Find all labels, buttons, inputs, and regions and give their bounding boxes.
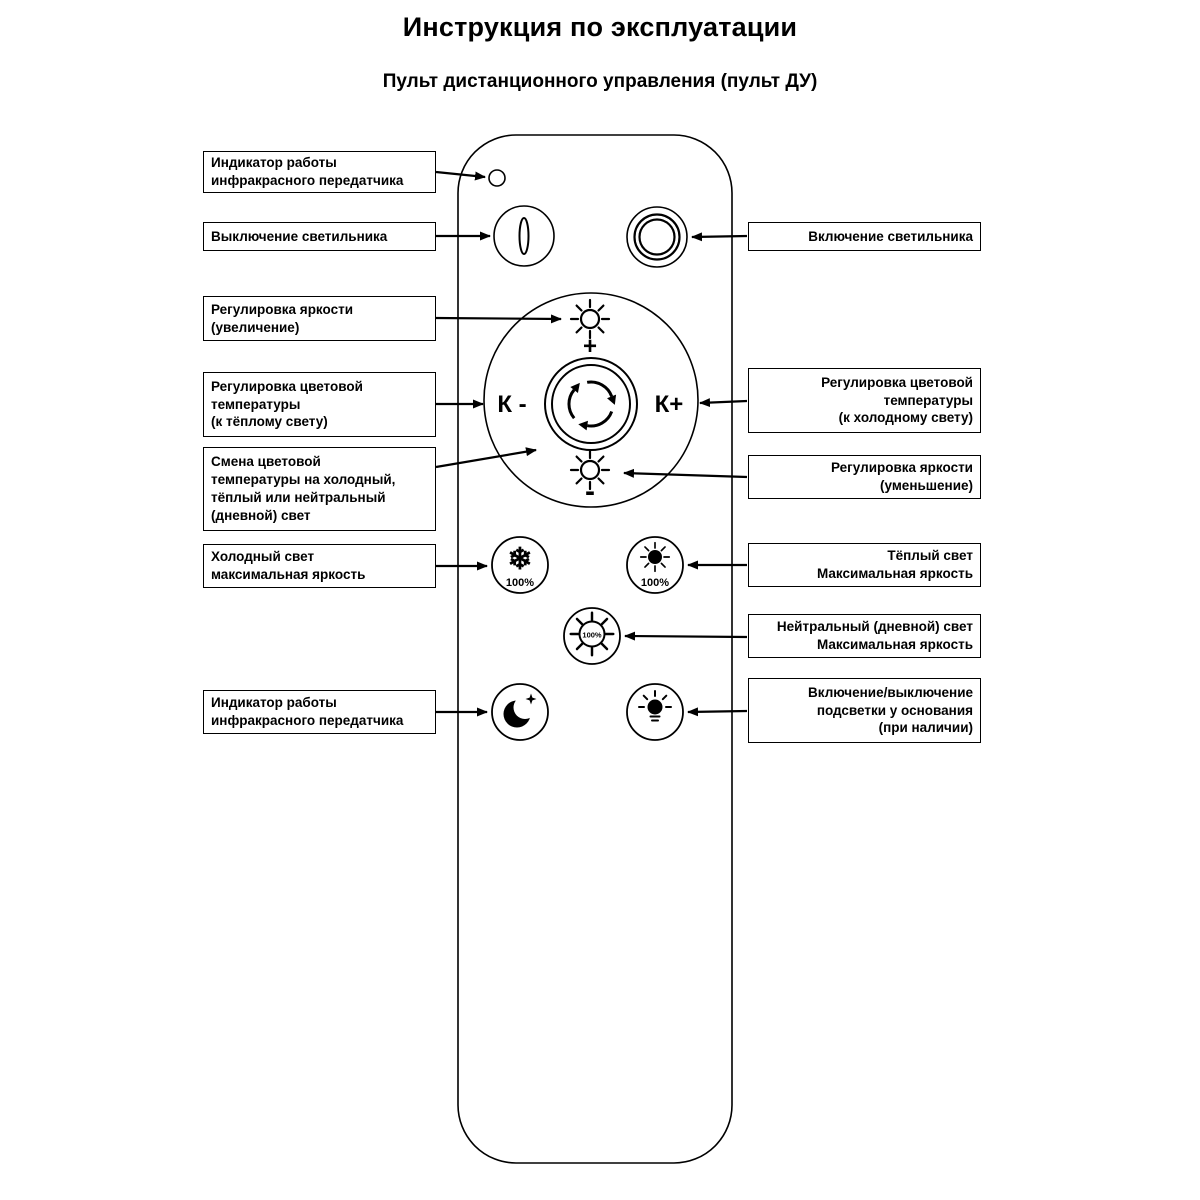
callout-text: Нейтральный (дневной) свет Максимальная …	[776, 619, 973, 652]
k-plus-label: К+	[655, 391, 684, 418]
callout-text: Смена цветовой температуры на холодный, …	[211, 454, 396, 523]
callout-arrows-right	[623, 232, 748, 717]
cold-100-label: 100%	[506, 577, 534, 589]
callout-power-on: Включение светильника	[748, 222, 981, 251]
arrow-brightness-up	[435, 314, 562, 324]
callout-ir-indicator-bottom: Индикатор работы инфракрасного передатчи…	[203, 690, 436, 734]
bulb-icon	[638, 690, 672, 722]
base-light-button	[626, 683, 684, 741]
power-off-button	[493, 205, 555, 267]
ir-indicator-led	[488, 169, 506, 187]
plus-label: +	[583, 333, 597, 360]
callout-base-light: Включение/выключение подсветки у основан…	[748, 678, 981, 743]
arrow-ir-indicator-top	[435, 170, 486, 181]
callout-color-temp-cold: Регулировка цветовой температуры (к холо…	[748, 368, 981, 433]
warm-100-label: 100%	[641, 577, 669, 589]
arrow-neutral-max	[624, 631, 748, 641]
page-title: Инструкция по эксплуатации	[402, 12, 798, 42]
brightness-down-icon	[569, 449, 611, 491]
power-on-icon	[633, 213, 681, 261]
minus-label: -	[585, 475, 595, 508]
arrow-color-temp-cold	[699, 398, 748, 408]
callout-arrows-left	[435, 170, 562, 717]
callout-neutral-max: Нейтральный (дневной) свет Максимальная …	[748, 614, 981, 658]
callout-text: Индикатор работы инфракрасного передатчи…	[211, 695, 404, 728]
callout-text: Включение/выключение подсветки у основан…	[808, 684, 973, 736]
neutral-sun-icon	[569, 611, 615, 657]
callout-brightness-up: Регулировка яркости (увеличение)	[203, 296, 436, 341]
arrow-brightness-down	[623, 468, 748, 479]
arrow-base-light	[687, 707, 748, 717]
callout-color-cycle: Смена цветовой температуры на холодный, …	[203, 447, 436, 531]
arrow-power-on	[691, 232, 748, 242]
neutral-100-label: 100%	[582, 631, 602, 640]
moon-icon	[503, 693, 537, 728]
callout-ir-indicator-top: Индикатор работы инфракрасного передатчи…	[203, 151, 436, 193]
callout-text: Регулировка яркости (увеличение)	[211, 301, 354, 335]
color-cycle-button	[544, 357, 638, 451]
warm-sun-icon	[639, 541, 671, 573]
callout-text: Индикатор работы инфракрасного передатчи…	[211, 155, 404, 188]
callout-text: Включение светильника	[808, 228, 973, 244]
callout-text: Холодный свет максимальная яркость	[211, 549, 366, 582]
callout-warm-max: Тёплый свет Максимальная яркость	[748, 543, 981, 587]
callout-text: Регулировка яркости (уменьшение)	[830, 460, 973, 493]
power-off-icon	[518, 217, 530, 255]
callout-text: Тёплый свет Максимальная яркость	[817, 548, 973, 581]
cold-max-button: ❄ 100%	[491, 536, 549, 594]
callout-power-off: Выключение светильника	[203, 222, 436, 251]
night-mode-button	[491, 683, 549, 741]
warm-max-button: 100%	[626, 536, 684, 594]
brightness-up-icon	[569, 298, 611, 340]
neutral-max-button: 100%	[563, 607, 621, 665]
power-on-button	[626, 206, 688, 268]
callout-brightness-down: Регулировка яркости (уменьшение)	[748, 455, 981, 499]
page-subtitle: Пульт дистанционного управления (пульт Д…	[382, 71, 818, 92]
callout-text: Выключение светильника	[211, 228, 388, 244]
callout-text: Регулировка цветовой температуры (к тёпл…	[211, 378, 363, 430]
arrow-color-cycle	[435, 447, 537, 469]
snowflake-icon: ❄	[507, 543, 532, 576]
callout-cold-max: Холодный свет максимальная яркость	[203, 544, 436, 588]
callout-text: Регулировка цветовой температуры (к холо…	[821, 374, 973, 426]
callout-color-temp-warm: Регулировка цветовой температуры (к тёпл…	[203, 372, 436, 437]
k-minus-label: К -	[497, 391, 526, 418]
